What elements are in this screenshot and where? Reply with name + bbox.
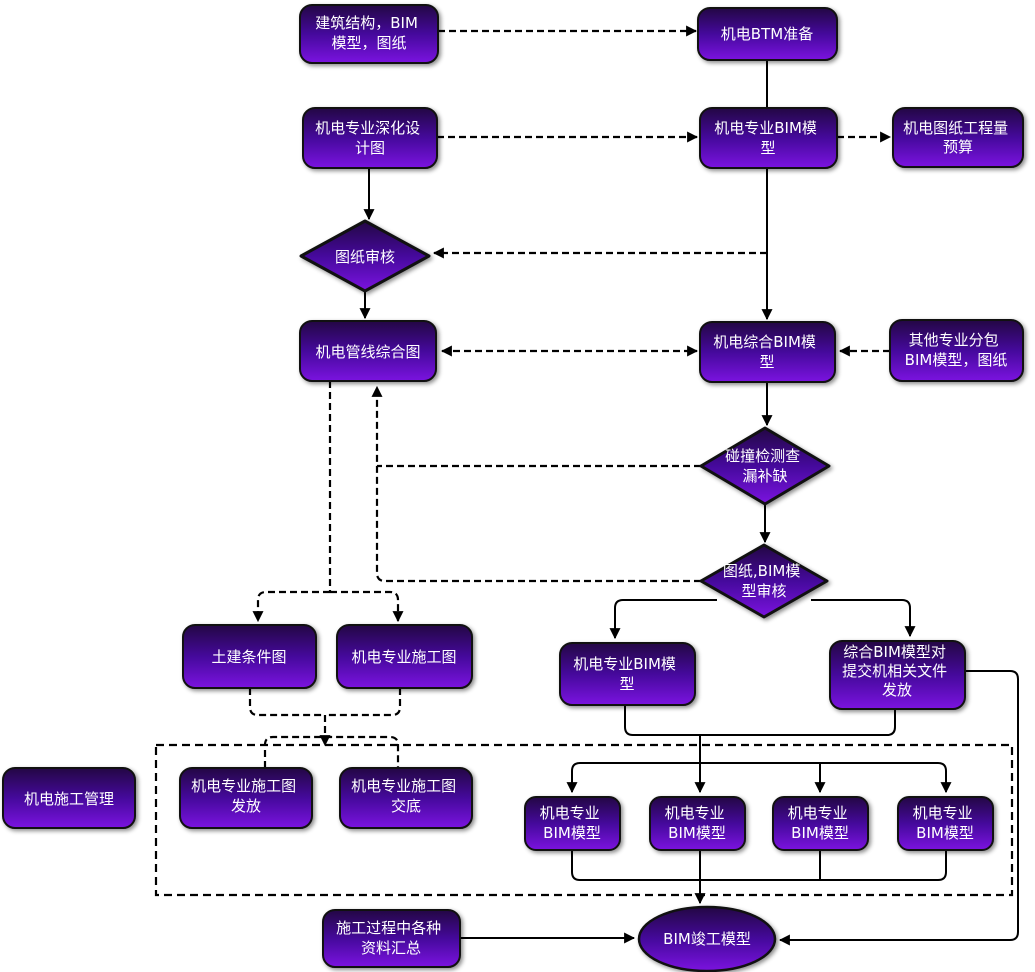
edge-branch-bracket <box>624 705 896 736</box>
svg-text:机电专业 BIM模型: 机电专业 BIM模型 <box>540 804 605 842</box>
svg-text:其他专业分包 BIM模型，图纸: 其他专业分包 BIM模型，图纸 <box>905 331 1008 369</box>
node-drawing-review: 图纸审核 <box>299 219 431 293</box>
svg-text:施工过程中各种 资料汇总: 施工过程中各种 资料汇总 <box>336 919 446 957</box>
node-mep-construction-drawing: 机电专业施工图 <box>336 624 473 689</box>
svg-text:机电专业 BIM模型: 机电专业 BIM模型 <box>913 804 978 842</box>
svg-text:机电管线综合图: 机电管线综合图 <box>315 343 420 361</box>
node-mep-pro-bim-model: 机电专业BIM模 型 <box>699 107 838 169</box>
node-bim-model-2: 机电专业 BIM模型 <box>649 796 746 851</box>
edge-bimreview-to-probim2 <box>609 599 717 640</box>
svg-text:机电图纸工程量 预算: 机电图纸工程量 预算 <box>903 119 1013 156</box>
svg-text:建筑结构，BIM 模型，图纸: 建筑结构，BIM 模型，图纸 <box>315 14 422 52</box>
edge-to-constr-drawing <box>330 590 404 623</box>
svg-text:图纸审核: 图纸审核 <box>335 248 395 266</box>
node-mep-drawing-budget: 机电图纸工程量 预算 <box>892 107 1024 168</box>
edge-bottom-bracket <box>571 850 947 881</box>
connectors <box>154 25 1019 946</box>
edge-bimreview-to-delivery <box>811 599 916 638</box>
node-drawing-bim-review: 图纸,BIM模 型审核 <box>699 543 829 619</box>
svg-text:机电专业BIM模 型: 机电专业BIM模 型 <box>573 655 680 693</box>
svg-text:机电BTM准备: 机电BTM准备 <box>721 25 813 43</box>
svg-text:机电综合BIM模 型: 机电综合BIM模 型 <box>713 333 820 371</box>
svg-text:综合BIM模型对 提交机相关文件: 综合BIM模型对 提交机相关文件 发放 <box>842 643 952 699</box>
svg-text:机电专业施工图 发放: 机电专业施工图 发放 <box>191 777 301 815</box>
nodes: 建筑结构，BIM 模型，图纸 机电BTM准备 机电专业深化设 计图 机电专业BI… <box>2 4 1024 972</box>
edge-bimreview-to-pipeline <box>371 385 701 583</box>
construction-management-zone <box>154 743 1014 897</box>
node-drawing-issue: 机电专业施工图 发放 <box>179 767 313 829</box>
svg-text:机电专业 BIM模型: 机电专业 BIM模型 <box>788 804 853 842</box>
node-bim-model-1: 机电专业 BIM模型 <box>524 796 621 851</box>
node-mep-construction-mgmt: 机电施工管理 <box>2 767 136 829</box>
node-bim-asbuilt: BIM竣工模型 <box>637 905 777 972</box>
svg-text:BIM竣工模型: BIM竣工模型 <box>663 930 751 948</box>
node-mep-bim-prep: 机电BTM准备 <box>697 7 838 61</box>
svg-text:机电施工管理: 机电施工管理 <box>24 790 114 808</box>
node-building-structure: 建筑结构，BIM 模型，图纸 <box>299 4 439 64</box>
node-construction-docs: 施工过程中各种 资料汇总 <box>322 909 461 968</box>
edge-delivery-to-asbuilt <box>778 670 1019 946</box>
edge-dist-to-bim1 <box>566 762 700 794</box>
svg-text:机电专业 BIM模型: 机电专业 BIM模型 <box>665 804 730 842</box>
svg-text:机电专业BIM模 型: 机电专业BIM模 型 <box>714 119 821 157</box>
node-bim-model-3: 机电专业 BIM模型 <box>772 796 869 851</box>
edge-split-issue-briefing <box>263 735 400 768</box>
node-mep-pro-bim-model-2: 机电专业BIM模 型 <box>559 642 696 706</box>
svg-text:机电专业施工图: 机电专业施工图 <box>351 648 456 666</box>
svg-text:机电专业施工图 交底: 机电专业施工图 交底 <box>351 777 461 815</box>
svg-text:机电专业深化设 计图: 机电专业深化设 计图 <box>315 119 425 157</box>
node-clash-detection: 碰撞检测查 漏补缺 <box>699 426 831 506</box>
svg-text:碰撞检测查 漏补缺: 碰撞检测查 漏补缺 <box>725 447 805 485</box>
node-drawing-briefing: 机电专业施工图 交底 <box>339 767 473 829</box>
edge-civil-merge <box>248 688 325 717</box>
node-mep-detail-design: 机电专业深化设 计图 <box>302 107 438 169</box>
node-civil-condition: 土建条件图 <box>182 624 317 689</box>
node-mep-combined-bim: 机电综合BIM模 型 <box>699 321 836 383</box>
edge-to-civil <box>252 590 330 623</box>
node-bim-model-4: 机电专业 BIM模型 <box>897 796 994 851</box>
edge-dist-to-bim4 <box>700 762 952 794</box>
node-mep-pipeline-drawing: 机电管线综合图 <box>299 320 437 382</box>
svg-text:土建条件图: 土建条件图 <box>211 648 286 666</box>
edge-drawing-merge <box>325 688 402 717</box>
svg-text:图纸,BIM模 型审核: 图纸,BIM模 型审核 <box>723 562 805 600</box>
node-combined-bim-delivery: 综合BIM模型对 提交机相关文件 发放 <box>829 640 966 710</box>
node-other-subcontract: 其他专业分包 BIM模型，图纸 <box>889 319 1024 382</box>
